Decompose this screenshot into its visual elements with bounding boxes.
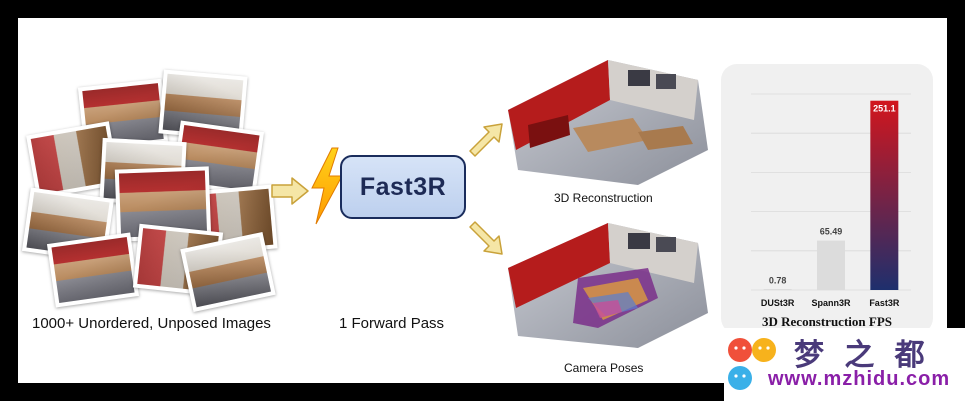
input-photo: [46, 232, 140, 308]
category-label-dust3r: DUSt3R: [761, 298, 795, 308]
arrow-to-camera-poses: [469, 221, 503, 255]
fast3r-model-box: Fast3R: [340, 155, 466, 219]
value-label-dust3r: 0.78: [769, 275, 787, 285]
watermark-url: www.mzhidu.com: [768, 368, 951, 390]
image-collage: [21, 68, 278, 313]
chart-title: 3D Reconstruction FPS: [762, 314, 892, 329]
model-label: Fast3R: [359, 172, 447, 201]
bar-dust3r: [763, 289, 792, 290]
bar-fast3r: [870, 100, 899, 290]
right-arrow: [271, 177, 309, 205]
arrow-to-reconstruction: [469, 123, 503, 157]
value-label-spann3r: 65.49: [820, 227, 843, 237]
camera-frustums: [573, 268, 658, 328]
watermark-logo-icon: [728, 338, 776, 390]
lightning-bolt-icon: [311, 147, 343, 225]
category-label-fast3r: Fast3R: [869, 298, 900, 308]
value-label-fast3r: 251.1: [873, 104, 896, 114]
reconstruction-caption: 3D Reconstruction: [554, 191, 653, 205]
figure-canvas: 1000+ Unordered, Unposed Images Fast3R 1…: [18, 18, 947, 383]
watermark-text: 梦 之 都: [794, 339, 931, 372]
watermark: 梦 之 都 www.mzhidu.com: [724, 328, 965, 401]
reconstruction-image: [488, 40, 716, 190]
category-label-spann3r: Spann3R: [811, 298, 851, 308]
input-caption: 1000+ Unordered, Unposed Images: [32, 315, 271, 332]
forward-pass-caption: 1 Forward Pass: [339, 315, 445, 332]
bar-spann3r: [817, 240, 845, 290]
camera-poses-caption: Camera Poses: [564, 361, 644, 375]
camera-poses-image: [488, 208, 716, 358]
